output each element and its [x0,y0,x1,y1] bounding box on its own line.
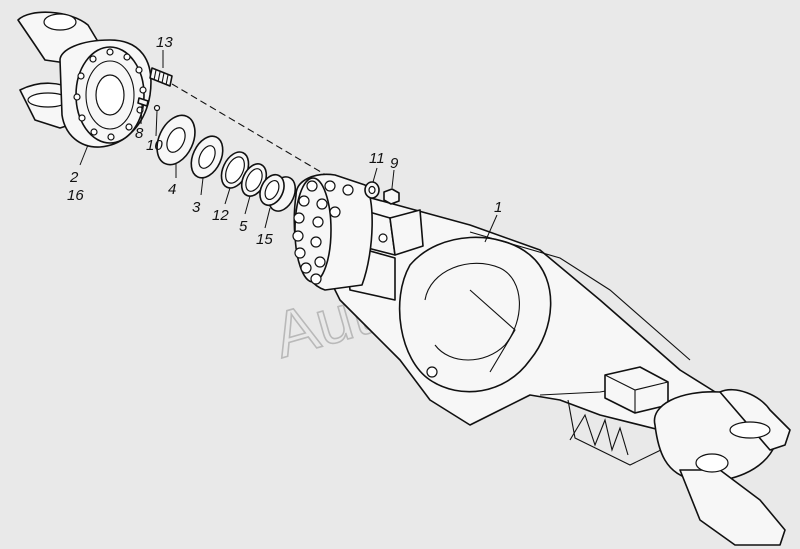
callout-9: 9 [390,155,399,172]
callout-15: 15 [256,231,273,248]
leader-lines [79,50,498,243]
washer-11 [364,181,380,199]
callout-8: 8 [135,125,144,142]
nut-9 [383,188,400,205]
callout-3: 3 [192,199,201,216]
callout-10: 10 [146,137,163,154]
callout-2: 2 [69,169,79,186]
gasket-4 [156,114,196,166]
bolt-8 [137,97,149,107]
callout-13: 13 [156,34,173,51]
axle-housing [292,173,791,546]
flange-holes [73,48,147,141]
callout-11: 11 [369,150,385,167]
callout-4: 4 [168,181,176,198]
callout-12: 12 [212,207,229,224]
assembly-axis-line [171,83,327,176]
callout-labels: 1 2 16 13 8 10 4 3 12 5 15 11 9 [67,34,502,248]
ring-5 [240,163,268,197]
bearing-15 [259,173,297,212]
callout-1: 1 [494,199,502,216]
callout-16: 16 [67,187,84,204]
steering-knuckle [17,11,152,148]
pin-10 [153,104,161,112]
stud-13 [149,67,173,87]
ring-3 [190,135,224,179]
seal-12 [220,151,250,189]
callout-5: 5 [239,218,248,235]
hub-bolts [292,180,354,285]
